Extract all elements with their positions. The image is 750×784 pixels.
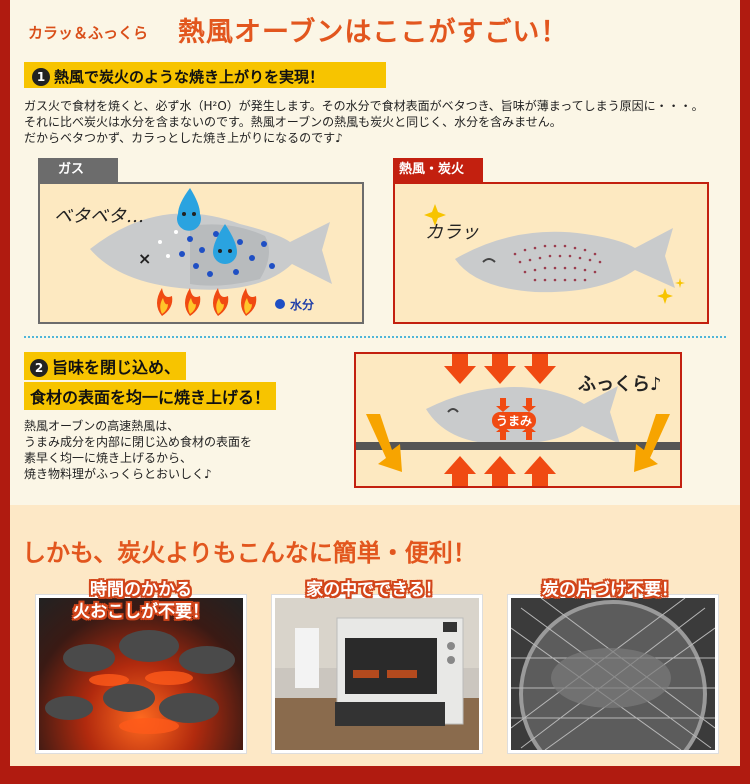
section1-line: だからベタつかず、カラっとした焼き上がりになるのです♪ xyxy=(24,131,343,145)
section1-line: それに比べ炭火は水分を含まないのです。熱風オーブンの熱風も炭火と同じく、水分を含… xyxy=(24,115,562,129)
caption-no-fire-starting: 時間のかかる 火おこしが不要！ xyxy=(66,579,216,623)
convenience-section: しかも、炭火よりもこんなに簡単・便利！ 時間のかかる 火おこしが不要！ xyxy=(10,505,740,766)
flame-icons xyxy=(157,288,257,316)
section2-line: 熱風オーブンの高速熱風は、 xyxy=(24,419,180,433)
gas-fish-illustration: × xyxy=(90,188,332,316)
caption-line: 火おこしが不要！ xyxy=(73,602,209,622)
section2-line: 焼き物料理がふっくらとおいしく♪ xyxy=(24,467,212,481)
section3-title: しかも、炭火よりもこんなに簡単・便利！ xyxy=(22,539,477,567)
water-legend: 水分 xyxy=(290,298,315,312)
water-dot-icon xyxy=(275,299,285,309)
hot-air-charcoal-tab: 熱風・炭火 xyxy=(393,158,483,182)
hot-air-illustration-box: カラッ xyxy=(393,182,709,324)
gas-sticky-word: ベタベタ… xyxy=(54,206,144,227)
fluffy-word: ふっくら♪ xyxy=(578,374,662,395)
section2-number: 2 xyxy=(30,359,48,377)
hot-air-cooking-illustration: うまみ ふっくら♪ xyxy=(354,352,682,488)
grill-image xyxy=(511,598,715,750)
header-subtitle: カラッ＆ふっくら xyxy=(28,24,149,42)
gas-tab: ガス xyxy=(38,158,118,182)
umami-label: うまみ xyxy=(492,412,537,429)
gas-illustration-box: × ベタベタ… 水 xyxy=(38,182,364,324)
sparkle-icons xyxy=(424,204,685,304)
heat-arrow-icons xyxy=(444,354,556,486)
section2-line: 素早く均一に焼き上げるから、 xyxy=(24,451,193,465)
umami-arrows xyxy=(496,398,536,440)
section2-paragraph: 熱風オーブンの高速熱風は、 うまみ成分を内部に閉じ込め食材の表面を 素早く均一に… xyxy=(24,418,252,482)
oven-image xyxy=(275,598,479,750)
crispy-word: カラッ xyxy=(425,222,479,243)
caption-line: 時間のかかる xyxy=(90,580,192,600)
section2-title-line1: 旨味を閉じ込め、 xyxy=(52,358,181,377)
charcoal-fire-photo xyxy=(36,595,246,753)
section1-number: 1 xyxy=(32,68,50,86)
grill-net-photo xyxy=(508,595,718,753)
charcoal-fish-illustration xyxy=(424,204,685,304)
section2-line: うまみ成分を内部に閉じ込め食材の表面を xyxy=(24,435,253,449)
header-title: 熱風オーブンはここがすごい！ xyxy=(178,17,569,48)
charcoal-pile-image xyxy=(45,630,235,734)
caption-no-cleanup: 炭の片づけ不要！ xyxy=(514,579,706,601)
section1-paragraph: ガス火で食材を焼くと、必ず水（H²O）が発生します。その水分で食材表面がベタつき… xyxy=(24,98,740,146)
caption-indoor: 家の中でできる！ xyxy=(278,579,470,601)
section2-title-line2: 食材の表面を均一に焼き上げる！ xyxy=(30,388,271,407)
svg-text:×: × xyxy=(138,249,151,268)
divider xyxy=(24,336,726,338)
indoor-oven-photo xyxy=(272,595,482,753)
section1-title: 熱風で炭火のような焼き上がりを実現！ xyxy=(54,68,325,86)
section1-line: ガス火で食材を焼くと、必ず水（H²O）が発生します。その水分で食材表面がベタつき… xyxy=(24,99,704,113)
caption-line: 炭の片づけ不要！ xyxy=(542,580,678,600)
caption-line: 家の中でできる！ xyxy=(306,580,442,600)
